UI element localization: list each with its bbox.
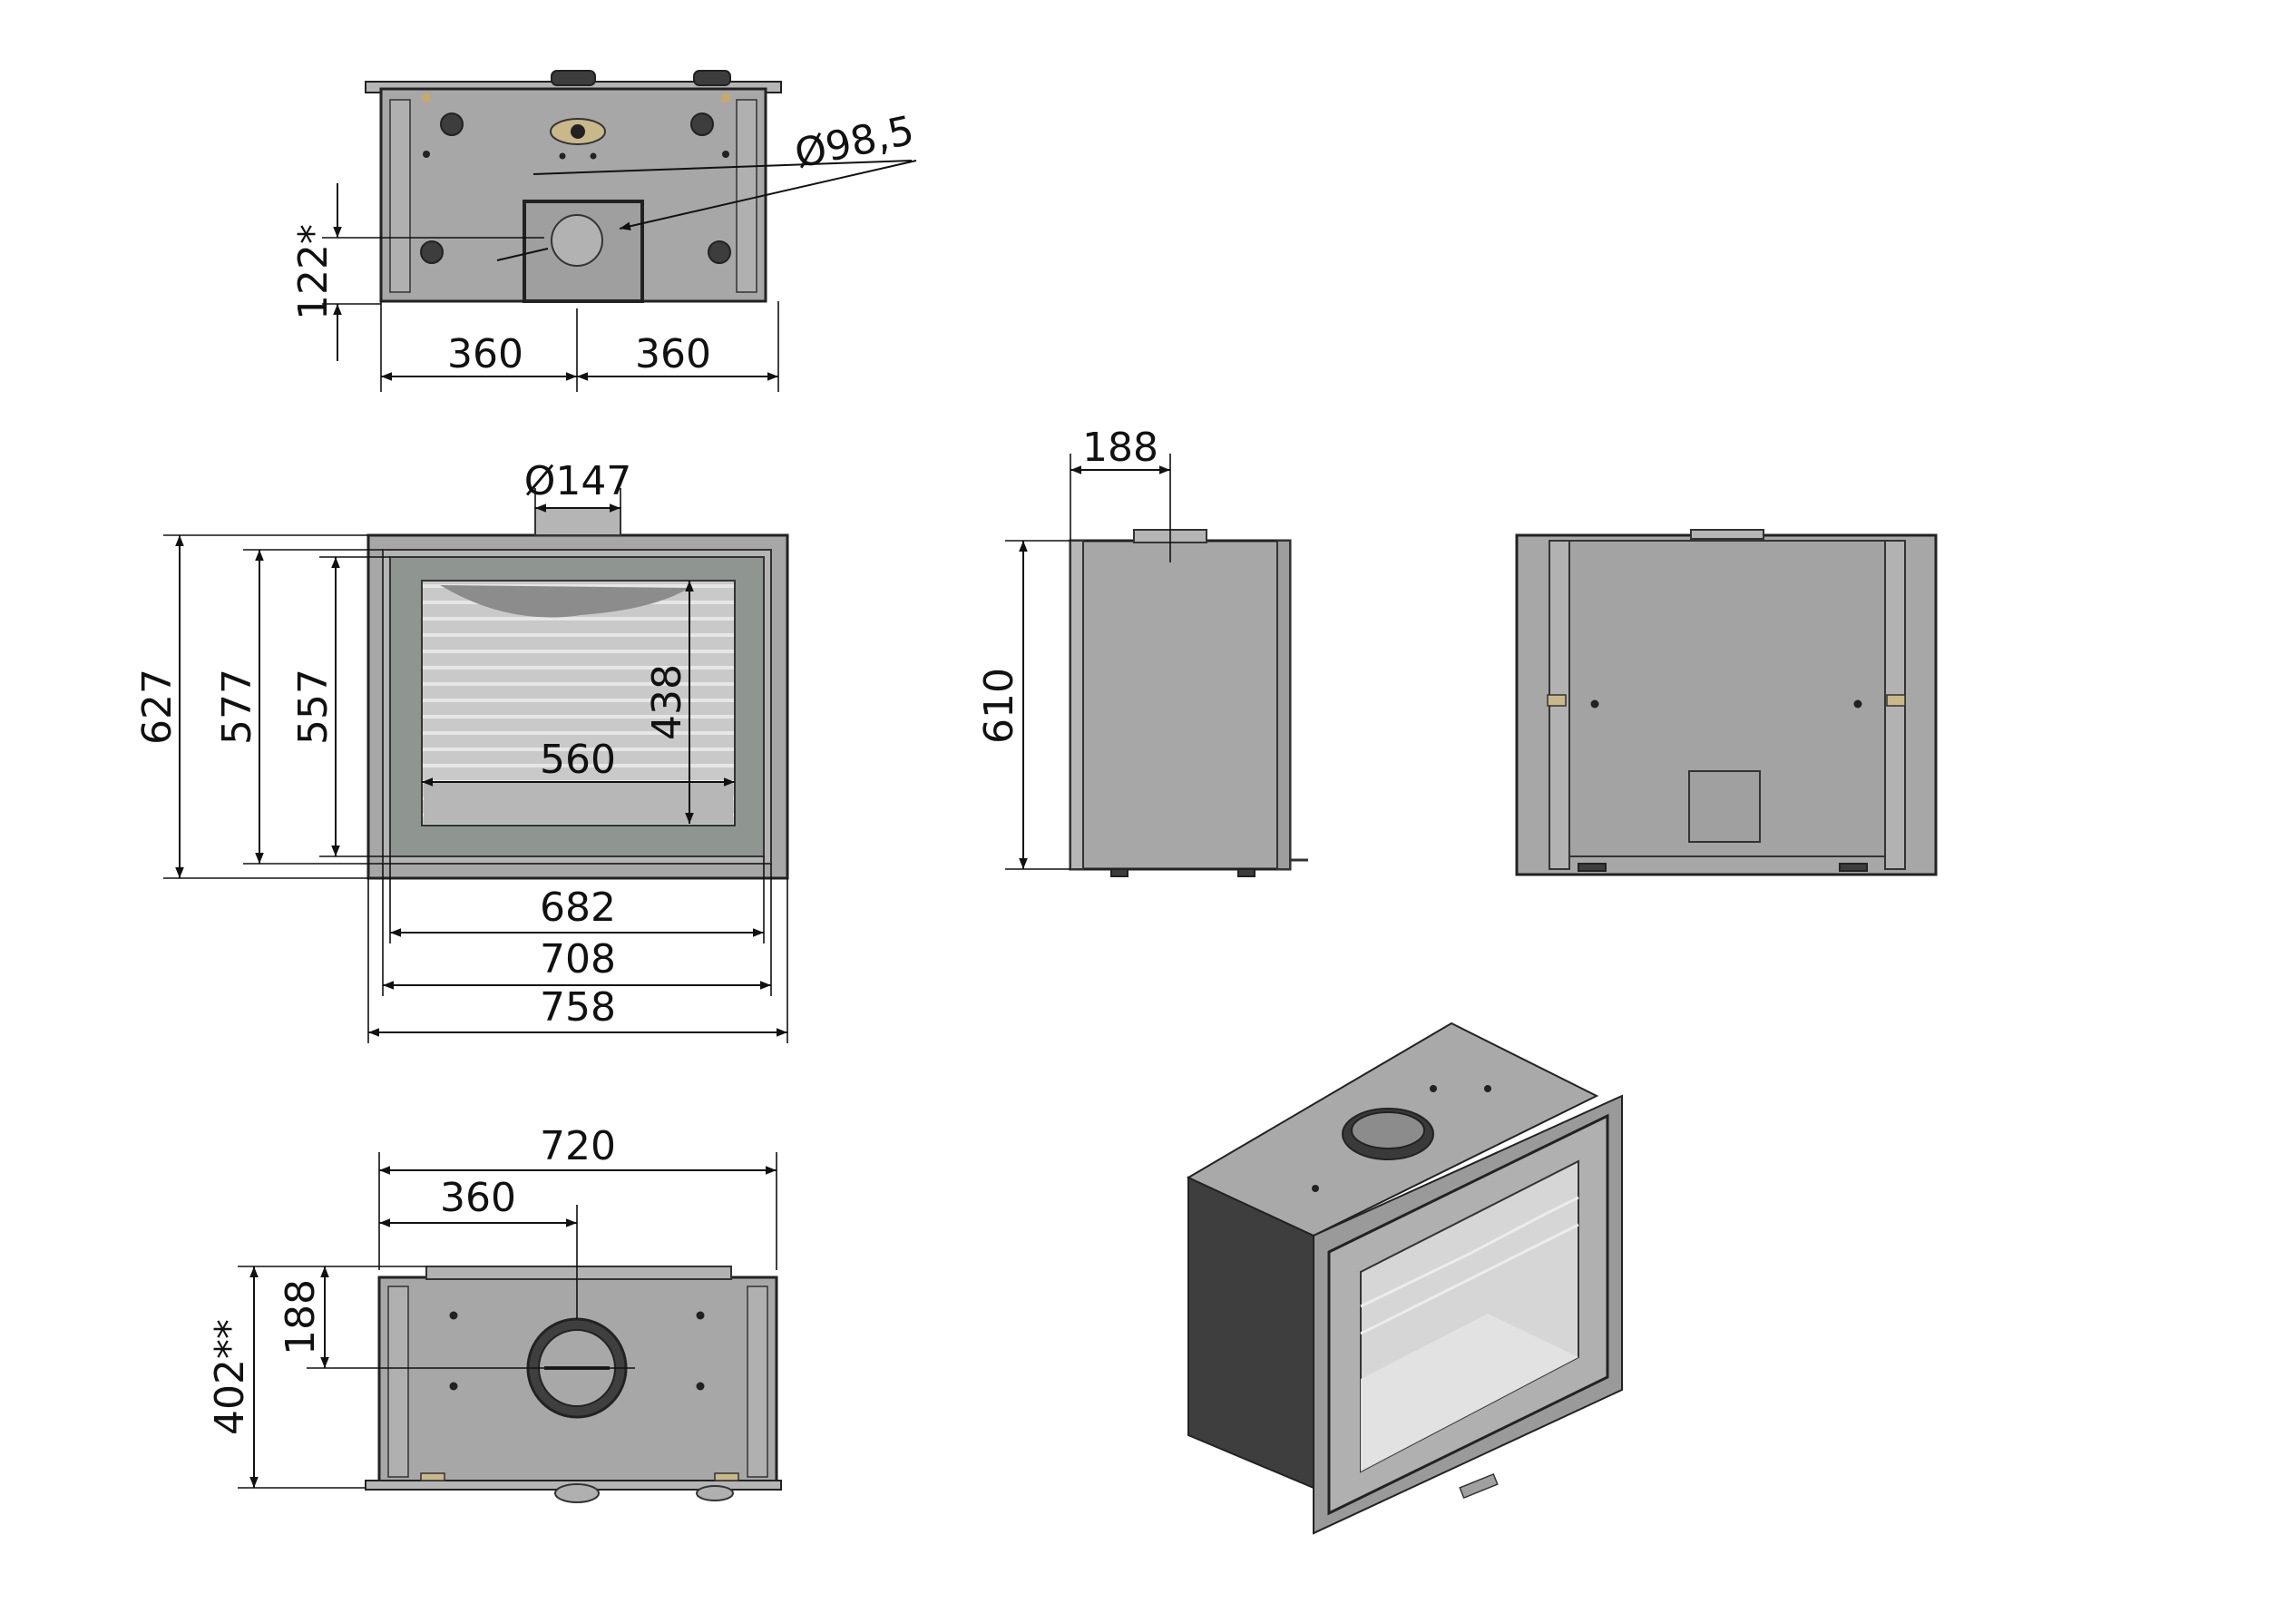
side-view-dimensions: 188 610 (976, 425, 1171, 870)
bottom-depth-402-label: 402** (207, 1319, 253, 1435)
width-708-label: 708 (540, 936, 616, 982)
isometric-view (1186, 1022, 1623, 1535)
width-360-left-label: 360 (447, 331, 523, 377)
side-view (1069, 529, 1308, 877)
collar-offset-188-label: 188 (1082, 425, 1158, 471)
bottom-width-720-label: 720 (540, 1123, 616, 1169)
bottom-view-dimensions: 720 360 188 402** (207, 1123, 777, 1489)
top-view-dimensions: Ø98,5 122* 360 360 (290, 107, 918, 392)
height-577-label: 577 (214, 669, 260, 745)
back-view (1515, 529, 1938, 876)
front-view-dimensions: Ø147 627 577 557 438 560 682 708 758 (134, 458, 788, 1043)
diameter-98-5-label: Ø98,5 (791, 107, 918, 177)
bottom-view (365, 1266, 782, 1503)
width-682-label: 682 (540, 885, 616, 931)
width-360-right-label: 360 (635, 331, 711, 377)
height-610-label: 610 (976, 668, 1022, 744)
collar-diameter-label: Ø147 (524, 458, 632, 504)
width-758-label: 758 (540, 984, 616, 1031)
height-557-label: 557 (290, 669, 337, 745)
front-view (366, 507, 789, 880)
height-627-label: 627 (134, 669, 181, 745)
top-view (365, 70, 782, 303)
glass-height-label: 438 (644, 664, 690, 740)
glass-width-label: 560 (540, 737, 616, 783)
bottom-depth-188-label: 188 (278, 1279, 324, 1355)
offset-122-label: 122* (290, 224, 337, 320)
bottom-half-width-360-label: 360 (440, 1175, 516, 1221)
